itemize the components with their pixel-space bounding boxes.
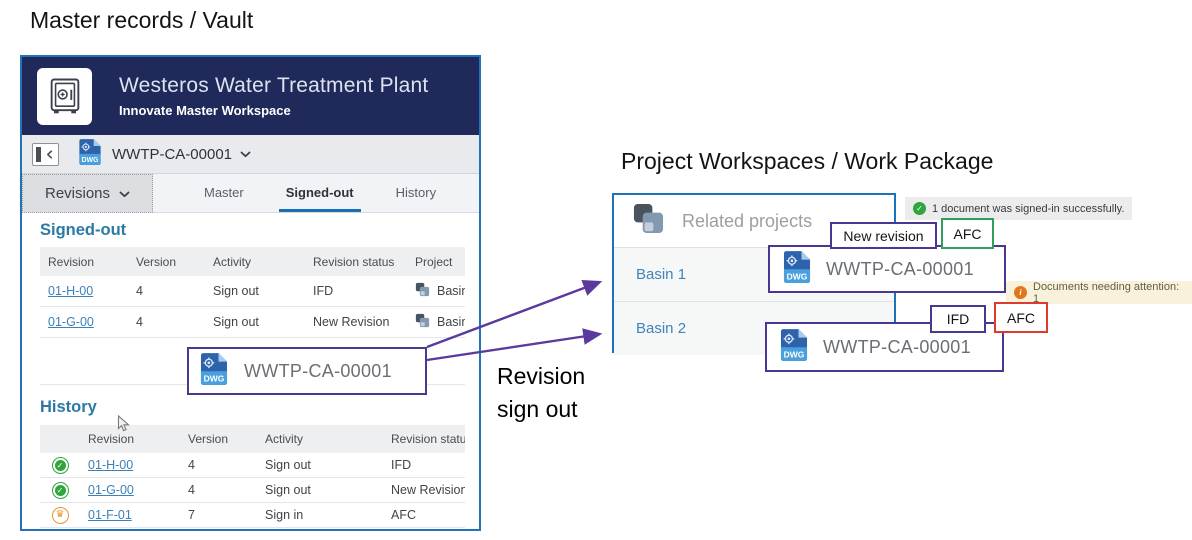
chevron-left-icon xyxy=(41,149,58,159)
version-cell: 4 xyxy=(188,458,195,472)
vault-icon xyxy=(37,67,92,125)
callout-document-name: WWTP-CA-00001 xyxy=(823,336,971,357)
related-projects-header: Related projects xyxy=(614,195,894,247)
attention-toast: i Documents needing attention: 1 xyxy=(1006,280,1192,305)
table-header: Revision Version Activity Revision statu… xyxy=(40,425,465,453)
dwg-file-icon: DWG xyxy=(782,250,812,289)
activity-cell: Sign in xyxy=(265,508,304,522)
success-check-icon: ✓ xyxy=(913,202,926,215)
revision-status-cell: New Revision xyxy=(313,315,390,329)
success-check-icon: ✓ xyxy=(51,481,69,499)
tab-history[interactable]: History xyxy=(395,185,437,200)
col-version: Version xyxy=(188,432,229,446)
col-revision-status: Revision status xyxy=(313,254,395,269)
ifd-status-tag: IFD xyxy=(930,305,986,333)
dwg-label: DWG xyxy=(204,373,225,383)
flow-label-line2: sign out xyxy=(497,396,578,422)
revision-status-cell: IFD xyxy=(391,458,412,472)
related-projects-title: Related projects xyxy=(682,210,813,231)
chevron-down-icon xyxy=(119,185,130,202)
revision-link[interactable]: 01-H-00 xyxy=(48,284,94,298)
project-cell[interactable]: Basin 1 xyxy=(437,315,465,329)
col-activity: Activity xyxy=(213,254,252,269)
revision-status-cell: AFC xyxy=(391,508,416,522)
dwg-file-icon: DWG xyxy=(199,352,229,391)
new-revision-tag: New revision xyxy=(830,222,937,249)
afc-status-tag: AFC xyxy=(941,218,994,249)
success-toast-text: 1 document was signed-in successfully. xyxy=(932,202,1125,215)
revision-status-cell: New Revision xyxy=(391,483,465,497)
version-cell: 7 xyxy=(188,508,195,522)
table-row: ✓ 01-H-00 4 Sign out IFD xyxy=(40,453,465,478)
chevron-down-icon[interactable] xyxy=(240,151,251,158)
callout-document-name: WWTP-CA-00001 xyxy=(244,360,392,381)
revision-link[interactable]: 01-G-00 xyxy=(48,315,94,329)
collapse-panel-button[interactable] xyxy=(32,142,59,166)
left-section-title: Master records / Vault xyxy=(30,7,254,33)
related-projects-icon xyxy=(632,202,665,240)
attention-toast-text: Documents needing attention: 1 xyxy=(1033,280,1180,305)
history-table: Revision Version Activity Revision statu… xyxy=(40,425,465,528)
revision-link[interactable]: 01-G-00 xyxy=(88,483,134,497)
activity-cell: Sign out xyxy=(213,315,259,329)
vault-panel: Westeros Water Treatment Plant Innovate … xyxy=(20,55,481,531)
tabs: Master Signed-out History xyxy=(183,174,457,212)
history-heading: History xyxy=(40,398,97,416)
flow-label-line1: Revision xyxy=(497,363,586,389)
version-cell: 4 xyxy=(136,315,143,329)
col-activity: Activity xyxy=(265,432,304,446)
tab-bar: Revisions Master Signed-out History xyxy=(22,174,479,213)
plant-title: Westeros Water Treatment Plant xyxy=(119,74,429,97)
collapse-bar-icon xyxy=(36,146,41,162)
table-row: ✓ 01-G-00 4 Sign out New Revision xyxy=(40,478,465,503)
revision-status-cell: IFD xyxy=(313,284,334,298)
col-revision-status: Revision status xyxy=(391,432,465,446)
table-row: 01-H-00 4 Sign out IFD Basin 2 xyxy=(40,276,465,307)
project-icon xyxy=(415,313,430,331)
col-version: Version xyxy=(136,254,177,269)
afc-status-tag: AFC xyxy=(994,302,1048,333)
right-section-title: Project Workspaces / Work Package xyxy=(621,148,994,174)
version-cell: 4 xyxy=(136,284,143,298)
table-row: ♛ 01-F-01 7 Sign in AFC xyxy=(40,503,465,528)
tab-master[interactable]: Master xyxy=(204,185,244,200)
project-icon xyxy=(415,282,430,300)
info-icon: i xyxy=(1014,286,1027,299)
revision-link[interactable]: 01-H-00 xyxy=(88,458,134,472)
col-revision: Revision xyxy=(88,432,135,446)
table-row: 01-G-00 4 Sign out New Revision Basin 1 xyxy=(40,307,465,338)
dwg-file-icon: DWG xyxy=(78,138,102,171)
revisions-label: Revisions xyxy=(44,185,111,202)
revisions-dropdown-button[interactable]: Revisions xyxy=(22,174,153,213)
vault-panel-header: Westeros Water Treatment Plant Innovate … xyxy=(22,57,479,135)
revision-link[interactable]: 01-F-01 xyxy=(88,508,132,522)
workspace-subtitle: Innovate Master Workspace xyxy=(119,103,291,118)
success-toast: ✓ 1 document was signed-in successfully. xyxy=(905,197,1133,220)
activity-cell: Sign out xyxy=(213,284,259,298)
mouse-cursor-icon xyxy=(117,414,131,437)
callout-document-name: WWTP-CA-00001 xyxy=(826,258,974,279)
activity-cell: Sign out xyxy=(265,483,311,497)
dwg-label: DWG xyxy=(787,271,808,281)
project-cell[interactable]: Basin 2 xyxy=(437,284,465,298)
flow-label: Revision sign out xyxy=(497,360,585,426)
col-project: Project xyxy=(415,254,453,269)
document-bar: DWG WWTP-CA-00001 xyxy=(22,135,479,174)
dwg-label: DWG xyxy=(82,157,99,164)
vault-document-callout: DWG WWTP-CA-00001 xyxy=(187,347,427,395)
document-name[interactable]: WWTP-CA-00001 xyxy=(112,145,233,163)
crown-icon: ♛ xyxy=(51,506,69,524)
tab-signed-out[interactable]: Signed-out xyxy=(265,174,375,212)
dwg-file-icon: DWG xyxy=(779,328,809,367)
col-revision: Revision xyxy=(48,254,95,269)
signed-out-heading: Signed-out xyxy=(40,221,127,239)
table-header: Revision Version Activity Revision statu… xyxy=(40,247,465,276)
version-cell: 4 xyxy=(188,483,195,497)
dwg-label: DWG xyxy=(784,349,805,359)
activity-cell: Sign out xyxy=(265,458,311,472)
basin1-document-callout: DWG WWTP-CA-00001 xyxy=(768,245,1006,293)
success-check-icon: ✓ xyxy=(51,456,69,474)
